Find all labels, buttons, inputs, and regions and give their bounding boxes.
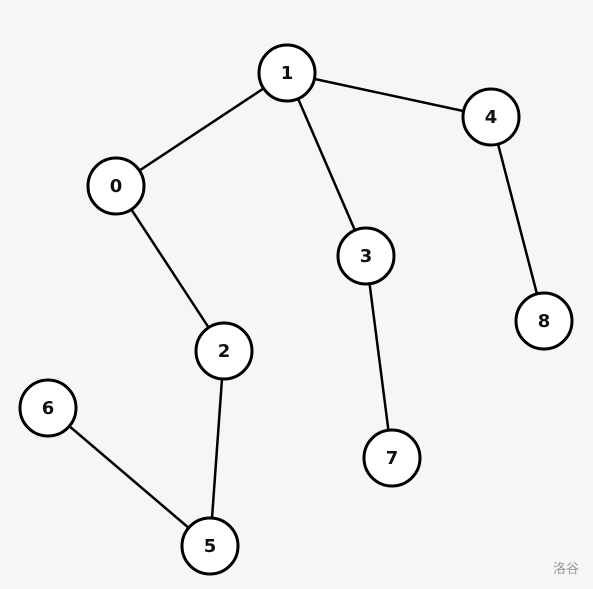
node-circle (514, 291, 574, 351)
edge-2-5 (208, 350, 226, 547)
node-label: 3 (360, 246, 373, 267)
node-0: 0 (86, 156, 146, 216)
edge-1-3 (285, 72, 368, 257)
node-3: 3 (336, 226, 396, 286)
edge-1-0 (115, 71, 288, 188)
edge-0-2 (114, 185, 226, 352)
node-label: 7 (386, 448, 399, 469)
edge-6-5 (47, 407, 211, 547)
node-circle (362, 428, 422, 488)
edges-layer (47, 71, 546, 547)
node-6: 6 (18, 378, 78, 438)
edge-3-7 (364, 255, 394, 459)
node-label: 2 (218, 341, 231, 362)
nodes-layer: 0 1 2 3 4 5 6 7 8 (18, 43, 574, 576)
node-1: 1 (257, 43, 317, 103)
node-circle (257, 43, 317, 103)
watermark-text: 洛谷 (552, 562, 579, 577)
node-label: 5 (204, 536, 217, 557)
node-circle (194, 321, 254, 381)
node-circle (180, 516, 240, 576)
node-circle (18, 378, 78, 438)
node-8: 8 (514, 291, 574, 351)
node-2: 2 (194, 321, 254, 381)
node-circle (461, 87, 521, 147)
node-label: 8 (538, 311, 551, 332)
edge-4-8 (489, 116, 546, 322)
node-4: 4 (461, 87, 521, 147)
node-label: 6 (42, 398, 55, 419)
node-label: 1 (281, 63, 294, 84)
node-5: 5 (180, 516, 240, 576)
edge-1-4 (286, 71, 492, 119)
node-7: 7 (362, 428, 422, 488)
node-circle (86, 156, 146, 216)
node-label: 4 (485, 107, 498, 128)
node-circle (336, 226, 396, 286)
node-label: 0 (110, 176, 123, 197)
